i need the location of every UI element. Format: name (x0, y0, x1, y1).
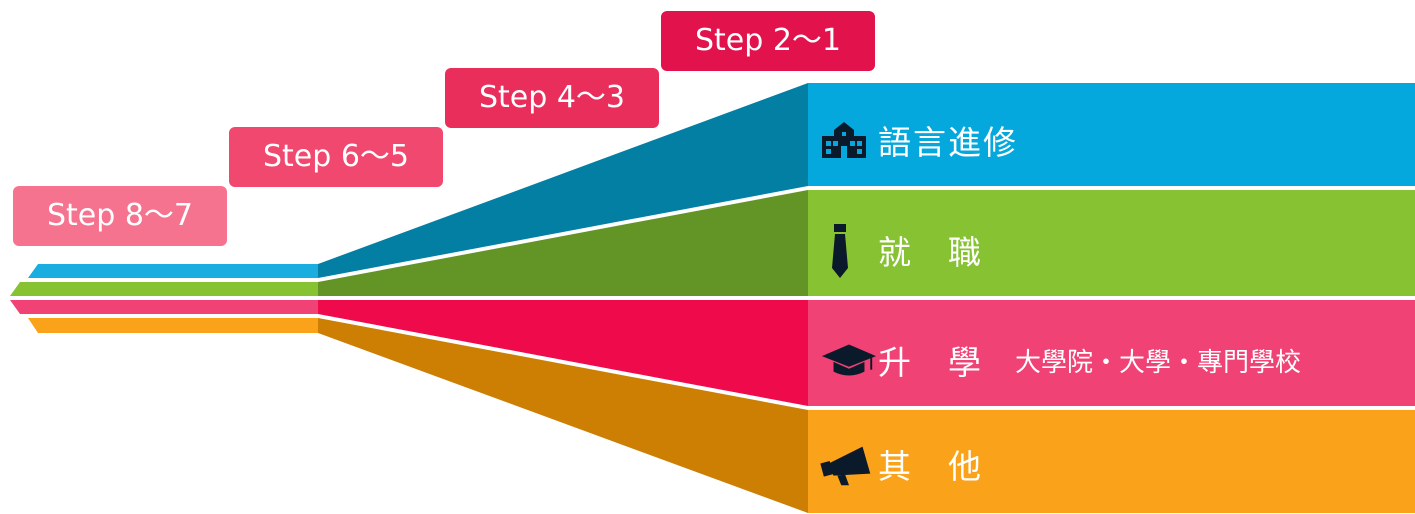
path-further-study: 升 學 大學院・大學・專門學校 (808, 310, 1301, 410)
path-language: 語言進修 (808, 90, 1018, 190)
path-label-further-study: 升 學 (878, 343, 983, 382)
wedge-further-study (318, 300, 808, 406)
wedge-language (318, 83, 808, 278)
path-other: 其 他 (808, 414, 983, 514)
path-label-other: 其 他 (878, 447, 983, 486)
step-badge-8-7: Step 8～7 (13, 186, 227, 246)
graduation-cap-icon (808, 330, 878, 390)
megaphone-icon (808, 434, 878, 494)
band-employment (808, 190, 1415, 296)
wedge-other (318, 318, 808, 513)
school-icon (808, 110, 878, 170)
step-badge-6-5: Step 6～5 (229, 127, 443, 187)
band-language (808, 83, 1415, 186)
stripe-other (28, 318, 318, 333)
stripe-employment (10, 282, 318, 296)
step-badge-2-1: Step 2～1 (661, 11, 875, 71)
band-other (808, 410, 1415, 513)
path-label-employment: 就 職 (878, 233, 983, 272)
band-further-study (808, 300, 1415, 406)
path-sub-further-study: 大學院・大學・專門學校 (1015, 347, 1302, 378)
path-label-language: 語言進修 (878, 123, 1018, 162)
stripe-language (28, 264, 318, 278)
path-employment: 就 職 (808, 200, 983, 300)
necktie-icon (808, 220, 878, 280)
wedge-employment (318, 190, 808, 296)
step-badge-4-3: Step 4～3 (445, 68, 659, 128)
stripe-further-study (10, 300, 318, 314)
